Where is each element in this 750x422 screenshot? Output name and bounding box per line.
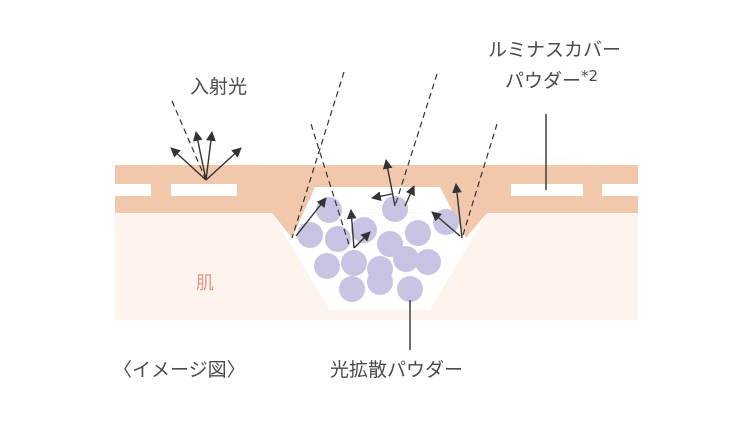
arrow <box>353 231 371 249</box>
particle <box>351 217 377 243</box>
particle <box>341 250 367 276</box>
particle <box>297 222 323 248</box>
label-light-diffusing-powder: 光拡散パウダー <box>330 359 463 381</box>
cover-inclusion-right-edge <box>602 184 638 196</box>
image-caption: 〈イメージ図〉 <box>113 359 246 381</box>
arrow <box>452 183 463 239</box>
scatter-arrows <box>295 159 463 249</box>
reflection-arrows-left <box>170 131 242 181</box>
cover-inclusion-left-edge <box>115 184 151 196</box>
arrow <box>431 211 461 237</box>
particle <box>314 253 340 279</box>
particle <box>393 246 419 272</box>
arrow <box>382 159 396 207</box>
label-incident-light: 入射光 <box>190 76 247 98</box>
arrow <box>205 131 216 181</box>
arrow <box>404 185 415 207</box>
ray-left <box>171 100 207 181</box>
cover-inclusion-right <box>511 184 583 196</box>
arrow <box>371 191 393 202</box>
cover-inclusion-left <box>171 184 237 196</box>
label-skin: 肌 <box>196 273 214 294</box>
particle <box>405 220 431 246</box>
arrow <box>205 147 242 181</box>
particle <box>397 276 423 302</box>
ray-pit-2 <box>291 71 345 239</box>
ray-pit-1 <box>310 123 351 249</box>
ray-pit-3 <box>394 73 438 207</box>
arrow <box>170 147 207 181</box>
footnote-mark: *2 <box>581 67 598 85</box>
arrow <box>193 131 207 181</box>
particle <box>367 269 393 295</box>
label-luminous-cover-powder: ルミナスカバー <box>488 39 621 61</box>
arrow <box>295 197 327 237</box>
cover-band-slope-right <box>440 187 487 238</box>
particle <box>382 196 408 222</box>
incident-rays <box>171 71 498 249</box>
label-luminous-cover-powder-line2: パウダー <box>505 70 581 92</box>
label-luminous-cover-powder-line1: ルミナスカバー <box>488 39 621 61</box>
particle <box>339 276 365 302</box>
particle <box>415 249 441 275</box>
label-luminous-cover-powder-2: パウダー*2 <box>505 67 598 92</box>
cover-band-middle <box>287 165 462 187</box>
arrow <box>346 209 357 249</box>
